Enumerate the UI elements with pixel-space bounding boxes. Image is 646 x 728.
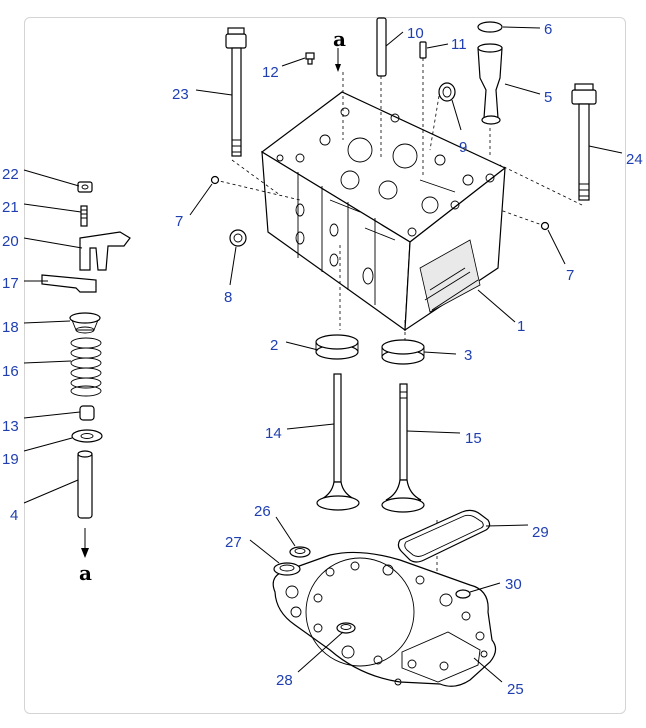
label-part-25: 25 [507,681,524,698]
plug-8 [229,229,247,247]
reference-a-top: a [333,27,346,51]
head-bolt-23 [225,27,247,157]
nut-22 [77,181,93,193]
plug-9 [438,82,456,102]
label-part-20: 20 [2,233,19,250]
adjust-screw-21 [80,205,88,227]
label-part-3: 3 [464,347,472,364]
label-part-15: 15 [465,430,482,447]
label-part-26: 26 [254,503,271,520]
label-part-12: 12 [262,64,279,81]
label-part-29: 29 [532,524,549,541]
part-number-labels: 1 2 3 4 5 6 7 7 8 9 10 11 12 13 14 15 16… [2,21,643,698]
head-bolt-24 [571,83,597,201]
seal-28 [336,622,356,634]
plug-12 [305,52,315,65]
plug-7-left [210,175,220,185]
gasket-29 [397,509,491,563]
dowel-rod-10 [376,17,387,77]
label-part-9: 9 [459,139,467,156]
label-part-1: 1 [517,318,525,335]
seal-26 [289,546,311,558]
label-part-11: 11 [451,36,467,53]
retainer-18 [69,312,101,334]
reference-a-bottom: a [79,561,92,585]
label-part-23: 23 [172,86,189,103]
leader-lines [23,26,623,683]
label-part-2: 2 [270,337,278,354]
label-part-8: 8 [224,289,232,306]
label-part-21: 21 [2,199,19,216]
valve-stem-seal-13 [79,405,95,421]
seal-27 [273,562,301,576]
label-part-6: 6 [544,21,552,38]
cylinder-head [260,91,507,332]
label-part-19: 19 [2,451,19,468]
valve-seat-3 [381,339,425,365]
valve-spring-16 [70,337,102,397]
spring-seat-19 [71,429,103,443]
valve-guide-4 [77,450,93,519]
plug-7-right [540,221,550,231]
label-part-16: 16 [2,363,19,380]
valve-seat-2 [315,334,359,360]
intake-valve-14 [316,373,360,511]
label-part-13: 13 [2,418,19,435]
label-part-5: 5 [544,89,552,106]
label-part-27: 27 [225,534,242,551]
label-part-30: 30 [505,576,522,593]
label-part-10: 10 [407,25,424,42]
label-part-4: 4 [10,507,18,524]
label-part-22: 22 [2,166,19,183]
label-part-24: 24 [626,151,643,168]
label-part-28: 28 [276,672,293,689]
exhaust-valve-15 [381,383,425,513]
o-ring-6 [477,21,503,33]
head-gasket-25 [272,551,497,687]
crosshead-20 [79,231,131,271]
arrow-down-top-icon [335,48,341,72]
label-part-7-right: 7 [566,267,574,284]
arrow-down-icon [81,528,89,558]
guide-17 [41,274,97,293]
label-part-14: 14 [265,425,282,442]
pin-11 [419,41,427,59]
label-part-17: 17 [2,275,19,292]
label-part-7-left: 7 [175,213,183,230]
sleeve-5 [477,43,503,125]
o-ring-30 [455,589,471,599]
label-part-18: 18 [2,319,19,336]
